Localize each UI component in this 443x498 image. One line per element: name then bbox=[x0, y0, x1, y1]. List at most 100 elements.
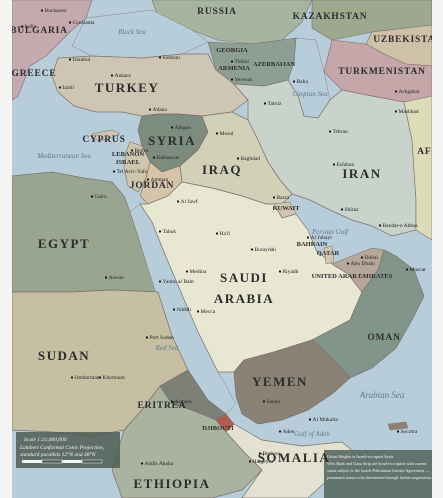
city-label-dubai: Dubai bbox=[365, 255, 379, 261]
city-dot-tabuk bbox=[158, 230, 162, 233]
city-label-tel-aviv-yafo: Tel Aviv-Yafo bbox=[117, 168, 148, 175]
country-label-uzbekistan: UZBEKISTAN bbox=[373, 35, 432, 45]
city-label-khartoum: Khartoum bbox=[103, 375, 126, 381]
city-dot-ankara bbox=[110, 74, 114, 77]
city-dot-mosul bbox=[215, 132, 219, 135]
city-label-jiddah: Jiddah bbox=[177, 307, 192, 313]
city-dot-sofia bbox=[20, 25, 24, 28]
city-dot-tabriz bbox=[263, 102, 267, 105]
city-label-tbilisi: Tbilisi bbox=[235, 59, 250, 65]
cyprus-island bbox=[91, 129, 121, 141]
city-dot-riyadh bbox=[278, 270, 282, 273]
city-label-samsun: Samsun bbox=[163, 55, 181, 61]
city-label-omdurman: Omdurman bbox=[75, 375, 100, 381]
city-label-baghdad: Baghdad bbox=[241, 156, 261, 162]
afghanistan-region bbox=[403, 95, 432, 241]
city-dot-shiraz bbox=[340, 208, 344, 211]
city-label-port-sudan: Port Sudan bbox=[150, 335, 175, 341]
city-dot-izmir bbox=[58, 86, 62, 89]
country-label-afg: AFG. bbox=[417, 147, 432, 157]
city-label-mashhad: Mashhad bbox=[399, 109, 419, 115]
city-labels: BucharestSofiaConstantaIstanbulAnkaraIzm… bbox=[20, 8, 426, 467]
city-dot-berbera bbox=[258, 452, 262, 455]
city-label-addis-ababa: Addis Ababa bbox=[145, 461, 174, 467]
country-label-azerbaijan: AZERBAIJAN bbox=[253, 61, 296, 68]
country-label-lebanon: LEBANON bbox=[112, 151, 144, 158]
city-label-bucharest: Bucharest bbox=[45, 8, 67, 14]
country-label-russia: RUSSIA bbox=[197, 7, 237, 17]
country-label-somalia: SOMALIA bbox=[258, 450, 331, 465]
oman-region bbox=[311, 249, 425, 379]
city-dot-ashgabat bbox=[394, 90, 398, 93]
city-label-ankara: Ankara bbox=[115, 73, 132, 79]
city-label-al-jawf: Al Jawf bbox=[181, 198, 198, 205]
city-dot-socotra bbox=[396, 430, 400, 433]
country-label-turkmenistan: TURKMENISTAN bbox=[338, 67, 426, 77]
city-label-sofia: Sofia bbox=[25, 23, 37, 30]
city-dot-aden bbox=[278, 430, 282, 433]
city-label-tehran: Tehran bbox=[333, 129, 348, 135]
city-dot-khartoum bbox=[98, 376, 102, 379]
small-country-labels: GEORGIAARMENIAAZERBAIJANLEBANONISRAELKUW… bbox=[112, 47, 393, 432]
country-label-sudan: SUDAN bbox=[38, 348, 90, 363]
city-dot-tehran bbox=[328, 130, 332, 133]
notes-box bbox=[324, 450, 432, 498]
city-dot-addis-ababa bbox=[140, 462, 144, 465]
country-label-kuwait: KUWAIT bbox=[272, 205, 300, 212]
city-dot-ha-il bbox=[215, 232, 219, 235]
city-label-amman: Amman bbox=[151, 177, 169, 183]
country-label-georgia: GEORGIA bbox=[216, 47, 248, 54]
city-dot-buraydah bbox=[250, 248, 254, 251]
city-dot-tel-aviv-yafo bbox=[112, 170, 116, 173]
city-label-medina: Medina bbox=[190, 269, 207, 275]
country-label-djibouti: DJIBOUTI bbox=[202, 425, 234, 432]
city-label-cairo: Cairo bbox=[95, 194, 107, 200]
country-label-jordan: JORDAN bbox=[130, 181, 174, 191]
city-dot-amman bbox=[146, 178, 150, 181]
sea-label-gulf-of-aden: Gulf of Aden bbox=[294, 430, 330, 438]
city-dot-constanta bbox=[68, 21, 72, 24]
city-dot-baghdad bbox=[236, 157, 240, 160]
city-dot-sanaa bbox=[262, 400, 266, 403]
country-label-greece: GREECE bbox=[12, 69, 56, 79]
sea-label-caspian-sea: Caspian Sea bbox=[292, 90, 328, 98]
country-label-turkey: TURKEY bbox=[95, 80, 160, 95]
country-label-arabia: ARABIA bbox=[214, 291, 274, 306]
country-label-eritrea: ERITREA bbox=[138, 401, 187, 411]
city-dot-hargeysa bbox=[248, 460, 252, 463]
city-label-al-mukalla: Al Mukalla bbox=[313, 417, 339, 423]
city-label-ashgabat: Ashgabat bbox=[399, 89, 420, 95]
scale-projection: Lambert Conformal Conic Projection, bbox=[19, 444, 105, 451]
city-label-esfahan: Esfahan bbox=[337, 161, 355, 168]
country-label-united-arab-emirates: UNITED ARAB EMIRATES bbox=[312, 273, 393, 280]
city-dot-samsun bbox=[158, 56, 162, 59]
city-label-aleppo: Aleppo bbox=[175, 125, 191, 131]
city-label-aswan: Aswan bbox=[109, 275, 125, 281]
city-label-socotra: Socotra bbox=[401, 429, 418, 435]
city-dot-damascus bbox=[152, 156, 156, 159]
city-dot-istanbul bbox=[68, 58, 72, 61]
city-dot-jiddah bbox=[172, 308, 176, 311]
city-dot-abu-dhabi bbox=[346, 262, 350, 265]
country-label-egypt: EGYPT bbox=[38, 236, 90, 251]
city-dot-mashhad bbox=[394, 110, 398, 113]
city-dot-yanbu-al-bahr bbox=[158, 280, 162, 283]
country-label-oman: OMAN bbox=[367, 333, 400, 343]
city-dot-esfahan bbox=[332, 163, 336, 166]
city-label-yerevan: Yerevan bbox=[235, 77, 253, 83]
city-dot-medina bbox=[185, 270, 189, 273]
city-dot-aleppo bbox=[170, 126, 174, 129]
note-line-3: status subject to the Israeli-Palestinia… bbox=[327, 468, 430, 473]
city-label-abu-dhabi: Abu Dhabi bbox=[351, 261, 376, 267]
country-label-syria: SYRIA bbox=[148, 133, 196, 148]
city-label-yanbu-al-bahr: Yanbu al Bahr bbox=[163, 279, 195, 285]
sea-label-persian-gulf: Persian Gulf bbox=[311, 228, 349, 236]
sea-label-black-sea: Black Sea bbox=[118, 28, 146, 36]
country-label-armenia: ARMENIA bbox=[218, 65, 250, 72]
city-dot-yerevan bbox=[230, 78, 234, 81]
country-label-ethiopia: ETHIOPIA bbox=[133, 476, 210, 491]
city-dot-bandar-e-abbas bbox=[378, 224, 382, 227]
country-label-bulgaria: BULGARIA bbox=[12, 26, 68, 36]
country-label-cyprus: CYPRUS bbox=[82, 135, 125, 145]
